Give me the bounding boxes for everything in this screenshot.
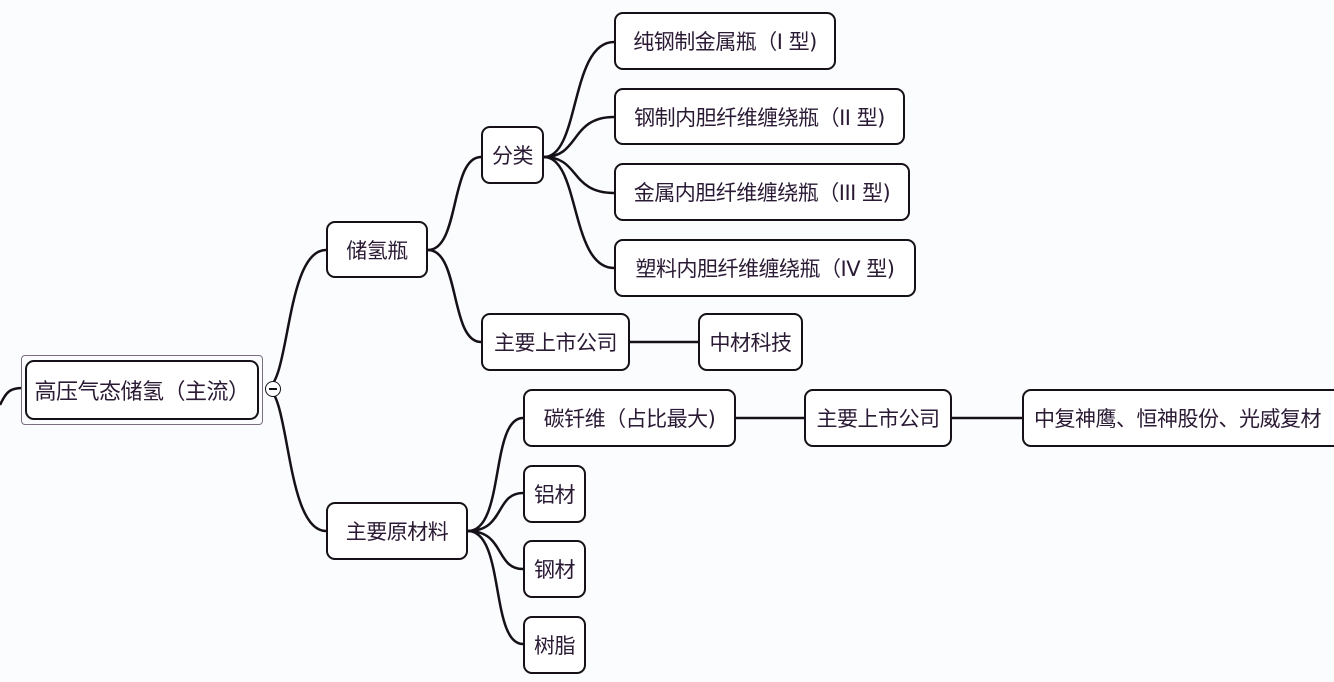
node-label: 纯钢制金属瓶（I 型) bbox=[633, 30, 817, 54]
node-label: 储氢瓶 bbox=[346, 238, 408, 263]
node-label: 分类 bbox=[492, 144, 534, 168]
node-type-1[interactable]: 纯钢制金属瓶（I 型) bbox=[614, 12, 836, 70]
link-yuancailiao-to-shuzhi bbox=[467, 529, 524, 646]
node-label: 铝材 bbox=[534, 483, 576, 507]
link-yuancailiao-to-lvcai bbox=[467, 491, 524, 533]
node-companies[interactable]: 中复神鹰、恒神股份、光威复材 bbox=[1022, 389, 1334, 447]
link-root-to-yuancailiao bbox=[265, 386, 327, 533]
node-label: 中材科技 bbox=[709, 331, 793, 355]
node-label: 主要上市公司 bbox=[816, 407, 941, 431]
node-label: 钢材 bbox=[534, 558, 576, 582]
link-fenlei-to-type2 bbox=[543, 115, 615, 159]
link-chuqingping-to-fenlei bbox=[427, 155, 482, 252]
link-fenlei-to-type3 bbox=[543, 155, 615, 195]
node-tanxianwei[interactable]: 碳钎维（占比最大) bbox=[523, 389, 736, 447]
node-label: 金属内胆纤维缠绕瓶（III 型) bbox=[633, 181, 891, 205]
node-label: 碳钎维（占比最大) bbox=[543, 407, 716, 431]
node-zhuyao-gongsi-2[interactable]: 主要上市公司 bbox=[804, 389, 952, 447]
node-label: 塑料内胆纤维缠绕瓶（IV 型) bbox=[635, 257, 895, 281]
node-shuzhi[interactable]: 树脂 bbox=[523, 616, 586, 674]
node-type-2[interactable]: 钢制内胆纤维缠绕瓶（II 型) bbox=[614, 88, 905, 145]
node-label: 中复神鹰、恒神股份、光威复材 bbox=[1034, 407, 1322, 431]
link-yuancailiao-to-tanxianwei bbox=[467, 416, 524, 533]
root-node-label: 高压气态储氢（主流） bbox=[34, 380, 250, 405]
node-label: 钢制内胆纤维缠绕瓶（II 型) bbox=[634, 105, 885, 130]
node-gangcai[interactable]: 钢材 bbox=[523, 540, 586, 598]
link-left-stub bbox=[0, 386, 23, 406]
link-root-to-chuqingping bbox=[265, 248, 327, 390]
node-type-3[interactable]: 金属内胆纤维缠绕瓶（III 型) bbox=[614, 163, 910, 221]
node-label: 主要上市公司 bbox=[494, 331, 618, 355]
link-fenlei-to-type1 bbox=[543, 40, 615, 159]
link-fenlei-to-type4 bbox=[543, 155, 615, 270]
node-zhuyao-gongsi[interactable]: 主要上市公司 bbox=[481, 313, 630, 371]
link-chuqingping-to-gongsi bbox=[427, 248, 482, 344]
minus-circle-icon[interactable] bbox=[265, 381, 281, 397]
node-zhongcai-keji[interactable]: 中材科技 bbox=[698, 313, 803, 371]
link-yuancailiao-to-gangcai bbox=[467, 529, 524, 571]
node-chuqingping[interactable]: 储氢瓶 bbox=[326, 221, 428, 278]
root-selection-frame bbox=[21, 355, 263, 425]
node-lvcai[interactable]: 铝材 bbox=[523, 465, 586, 523]
node-fenlei[interactable]: 分类 bbox=[481, 126, 544, 184]
node-type-4[interactable]: 塑料内胆纤维缠绕瓶（IV 型) bbox=[614, 239, 916, 297]
root-node[interactable]: 高压气态储氢（主流） bbox=[25, 360, 259, 420]
node-label: 主要原材料 bbox=[345, 520, 449, 544]
node-label: 树脂 bbox=[534, 634, 576, 658]
node-yuancailiao[interactable]: 主要原材料 bbox=[326, 502, 468, 560]
